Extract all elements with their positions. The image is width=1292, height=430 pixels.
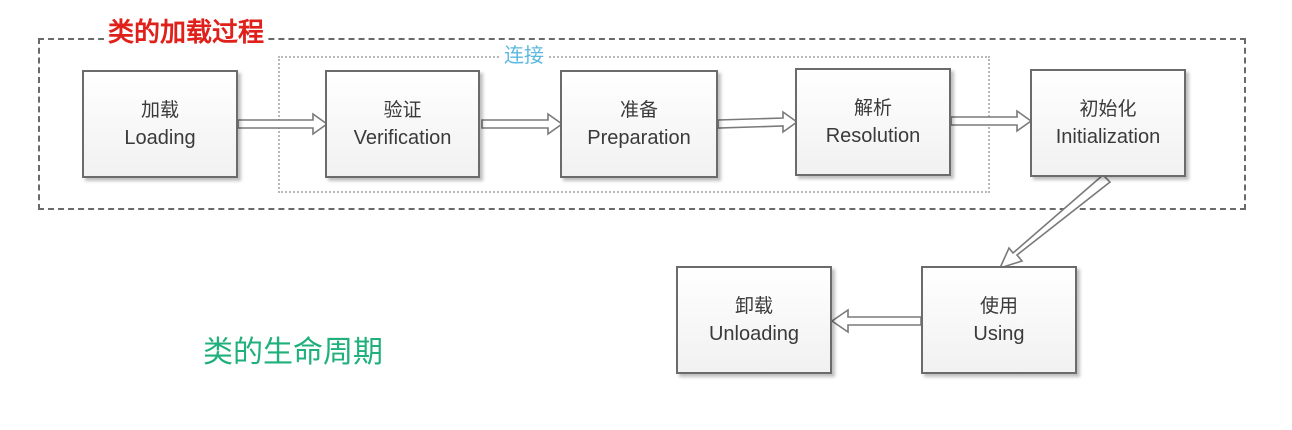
stage-preparation: 准备 Preparation bbox=[560, 70, 718, 178]
stage-unloading-en: Unloading bbox=[708, 323, 800, 346]
stage-resolution: 解析 Resolution bbox=[795, 68, 951, 176]
loading-process-frame bbox=[38, 38, 1246, 210]
stage-preparation-cn: 准备 bbox=[619, 98, 658, 121]
stage-initialization-en: Initialization bbox=[1055, 126, 1161, 149]
stage-initialization-cn: 初始化 bbox=[1079, 97, 1137, 120]
stage-unloading: 卸载 Unloading bbox=[676, 266, 832, 374]
stage-verification-cn: 验证 bbox=[383, 98, 422, 121]
arrow-initialization-to-using bbox=[998, 173, 1112, 270]
arrow-loading-to-verification bbox=[237, 112, 329, 136]
lifecycle-label: 类的生命周期 bbox=[203, 335, 383, 370]
linking-title: 连接 bbox=[500, 45, 548, 65]
stage-loading-cn: 加载 bbox=[140, 98, 179, 121]
loading-process-title: 类的加载过程 bbox=[104, 20, 269, 46]
stage-using-en: Using bbox=[973, 323, 1025, 346]
stage-verification: 验证 Verification bbox=[325, 70, 480, 178]
stage-loading: 加载 Loading bbox=[82, 70, 238, 178]
arrow-using-to-unloading bbox=[830, 308, 922, 334]
arrow-verification-to-preparation bbox=[481, 112, 564, 136]
arrow-resolution-to-initialization bbox=[950, 109, 1033, 133]
stage-unloading-cn: 卸载 bbox=[734, 294, 773, 317]
stage-verification-en: Verification bbox=[353, 127, 452, 150]
stage-initialization: 初始化 Initialization bbox=[1030, 69, 1186, 177]
stage-preparation-en: Preparation bbox=[587, 127, 691, 150]
stage-resolution-cn: 解析 bbox=[853, 96, 892, 119]
arrow-preparation-to-resolution bbox=[717, 110, 799, 134]
stage-using: 使用 Using bbox=[921, 266, 1077, 374]
stage-loading-en: Loading bbox=[124, 127, 196, 150]
stage-resolution-en: Resolution bbox=[825, 125, 921, 148]
stage-using-cn: 使用 bbox=[979, 294, 1018, 317]
